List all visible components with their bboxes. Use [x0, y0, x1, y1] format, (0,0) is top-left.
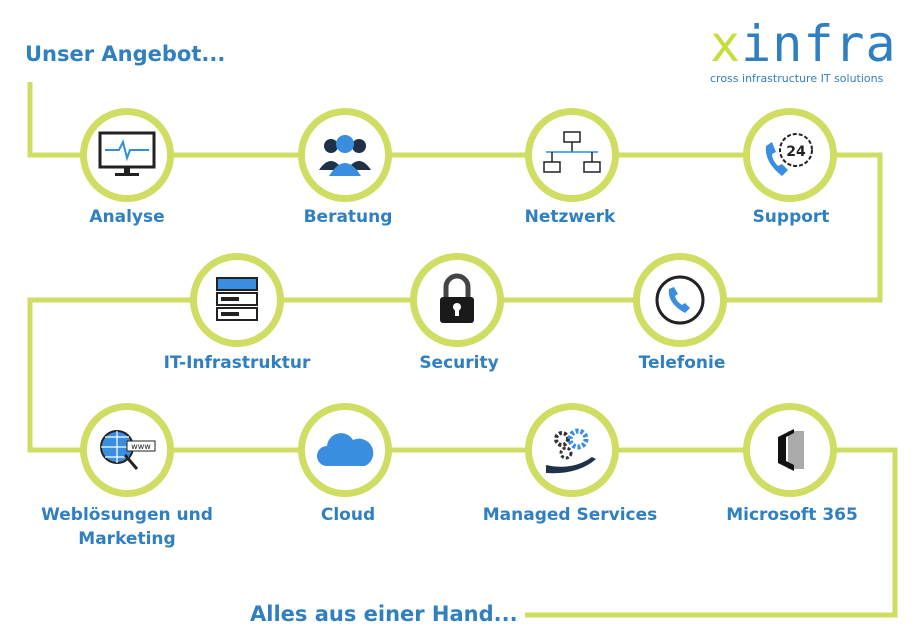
heading-bottom: Alles aus einer Hand...	[250, 602, 518, 626]
gears-hand-icon	[546, 428, 596, 474]
phone-icon	[655, 275, 705, 325]
label-webloesungen: Weblösungen und Marketing	[41, 505, 213, 549]
server-icon	[216, 277, 258, 321]
webloesungen-node[interactable]: www	[80, 403, 174, 497]
cloud-node[interactable]	[298, 403, 392, 497]
security-node[interactable]	[410, 253, 504, 347]
label-netzwerk: Netzwerk	[524, 207, 616, 227]
microsoft-365-node[interactable]	[743, 403, 837, 497]
label-managed-services: Managed Services	[482, 505, 658, 525]
label-analyse: Analyse	[89, 207, 165, 227]
svg-text:24: 24	[786, 144, 806, 160]
label-beratung: Beratung	[303, 207, 393, 227]
label-support: Support	[752, 207, 830, 227]
cloud-icon	[317, 433, 374, 466]
it-infrastruktur-node[interactable]	[190, 253, 284, 347]
padlock-icon	[440, 273, 474, 323]
label-it-infrastruktur: IT-Infrastruktur	[163, 353, 311, 373]
web-globe-icon: www	[100, 430, 156, 470]
phone-24-icon: 24	[765, 133, 813, 176]
monitor-pulse-icon	[98, 131, 156, 176]
label-microsoft-365: Microsoft 365	[726, 505, 858, 525]
label-security: Security	[419, 353, 499, 373]
managed-services-node[interactable]	[525, 403, 619, 497]
xinfra-logo: xinfra cross infrastructure IT solutions	[710, 15, 897, 85]
telefonie-node[interactable]	[633, 253, 727, 347]
beratung-node[interactable]	[298, 108, 392, 202]
label-cloud: Cloud	[320, 505, 376, 525]
svg-text:www: www	[131, 442, 151, 451]
heading-top: Unser Angebot...	[25, 42, 226, 66]
office-icon	[778, 429, 804, 471]
network-icon	[543, 131, 601, 173]
analyse-node[interactable]	[80, 108, 174, 202]
netzwerk-node[interactable]	[525, 108, 619, 202]
people-icon	[319, 135, 371, 176]
support-node[interactable]: 24	[743, 108, 837, 202]
label-telefonie: Telefonie	[638, 353, 726, 373]
